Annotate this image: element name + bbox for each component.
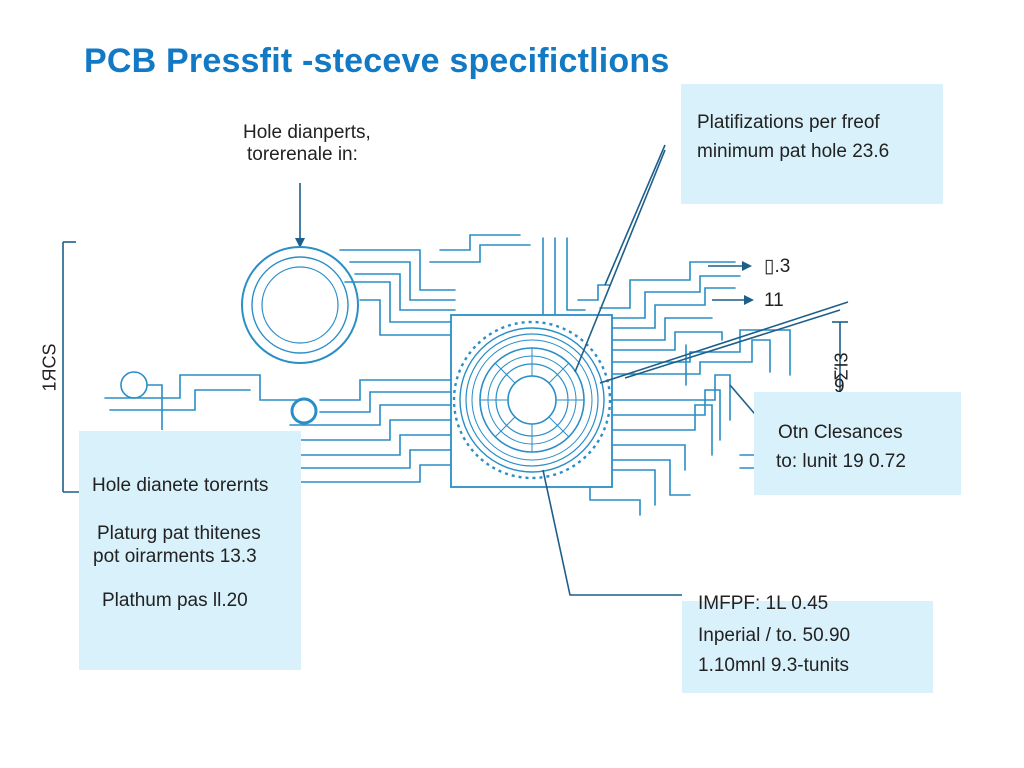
plating-spec-line-2: minimum pat hole 23.6: [697, 140, 890, 162]
right-dimension-arrows: [708, 261, 848, 395]
large-annular-ring: [241, 246, 359, 364]
pressfit-component: [450, 314, 613, 488]
left-dimension-label: 1ЯCS: [39, 343, 60, 392]
right-dimension-value: 9: [834, 376, 845, 397]
clearance-panel: Otn Clesances to: lunit 19 0.72: [754, 392, 961, 495]
hole-tolerance-line-1: Hole dianete torernts: [92, 475, 269, 496]
hole-diameter-label: Hole dianperts, torerenale in:: [243, 122, 371, 166]
plating-spec-line-1: Platifizations per freof: [697, 112, 880, 133]
imperial-spec-line-2: Inperial / to. 50.90: [698, 624, 851, 646]
plating-spec-panel: Platifizations per freof minimum pat hol…: [681, 84, 943, 204]
imperial-spec-panel: IMFPF: 1L 0.45 Inperial / to. 50.90 1.10…: [682, 593, 933, 693]
hole-tolerance-line-3: pot oirarments 13.3: [93, 545, 257, 567]
hole-tolerance-line-2: Platurg pat thitenes: [97, 522, 261, 544]
marker-label-2: 11: [764, 290, 784, 311]
imperial-spec-line-3: 1.10mnl 9.3-tunits: [698, 654, 850, 676]
hole-tolerance-panel: Hole dianete torernts Platurg pat thiten…: [79, 431, 301, 670]
hole-diameter-line-1: Hole dianperts,: [243, 122, 371, 143]
hole-tolerance-line-4: Plathum pas ll.20: [102, 590, 248, 612]
clearance-line-2: to: lunit 19 0.72: [776, 450, 906, 472]
marker-label-1: ▯.3: [764, 256, 791, 277]
clearance-line-1: Otn Clesances: [778, 422, 903, 443]
page-title: PCB Pressfit -steceve specifictlions: [84, 42, 670, 80]
imperial-spec-line-1: IMFPF: 1L 0.45: [698, 593, 829, 614]
small-pads: [120, 371, 318, 430]
hole-diameter-line-2: torerenale in:: [247, 143, 358, 165]
circuit-traces: [104, 234, 791, 516]
left-dimension-line: [62, 241, 80, 493]
